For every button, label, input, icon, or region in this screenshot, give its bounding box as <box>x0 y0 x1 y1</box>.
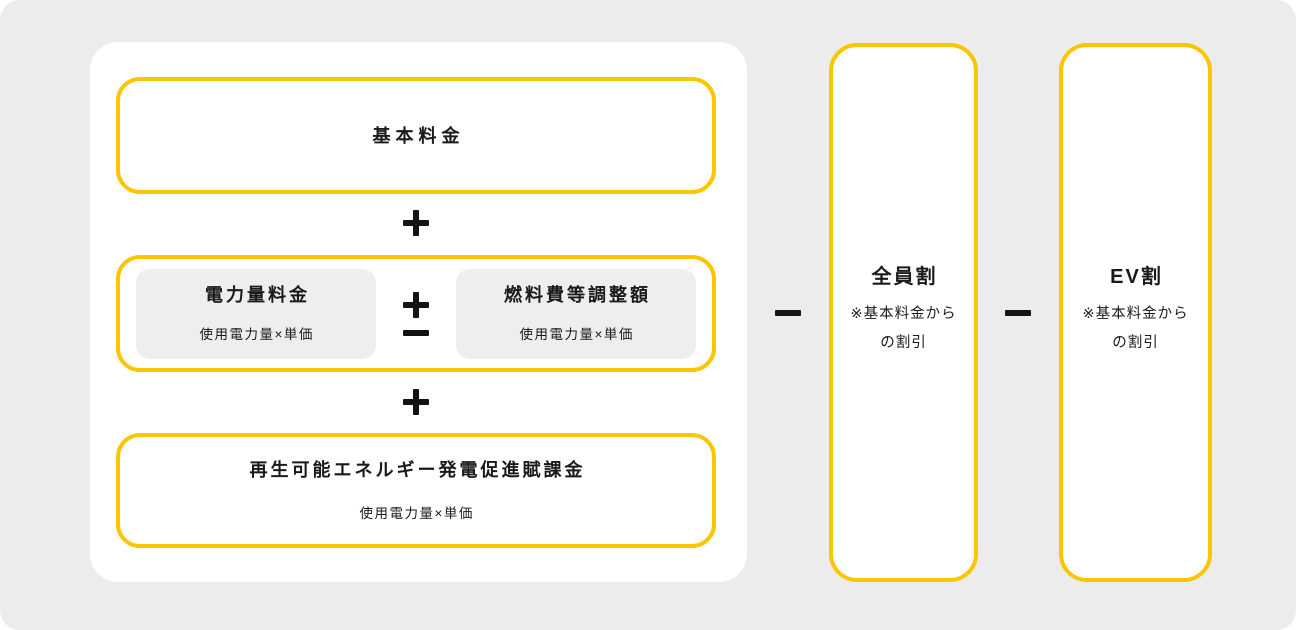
minus-icon <box>1005 310 1031 316</box>
plus-minus-icon <box>376 291 456 336</box>
plus-icon <box>403 210 429 236</box>
usage-charges-box: 電力量料金 使用電力量×単価 燃料費等調整額 使用電力量×単価 <box>116 255 716 372</box>
base-charge-title: 基本料金 <box>372 125 465 146</box>
minus-icon <box>403 329 429 336</box>
fuel-adjustment-title: 燃料費等調整額 <box>504 284 651 305</box>
energy-charge-title: 電力量料金 <box>205 284 310 305</box>
charges-panel: 基本料金 電力量料金 使用電力量×単価 燃料費等調整額 使用電力量×単価 再生可… <box>90 42 747 582</box>
discount-note-line: の割引 <box>880 335 927 351</box>
all-members-discount-box: 全員割 ※基本料金から の割引 <box>829 43 978 582</box>
discount-note-line: の割引 <box>1112 335 1159 351</box>
plus-icon <box>403 291 429 318</box>
renewable-levy-formula: 使用電力量×単価 <box>359 505 474 521</box>
base-charge-box: 基本料金 <box>116 77 716 194</box>
discount-note-line: ※基本料金から <box>850 306 957 322</box>
renewable-levy-box: 再生可能エネルギー発電促進賦課金 使用電力量×単価 <box>116 433 716 548</box>
energy-charge-formula: 使用電力量×単価 <box>199 326 314 342</box>
all-members-discount-note: ※基本料金から の割引 <box>850 300 956 358</box>
ev-discount-note: ※基本料金から の割引 <box>1082 300 1188 358</box>
fuel-adjustment-card: 燃料費等調整額 使用電力量×単価 <box>456 268 696 359</box>
energy-charge-card: 電力量料金 使用電力量×単価 <box>136 268 376 359</box>
ev-discount-box: EV割 ※基本料金から の割引 <box>1059 43 1212 582</box>
renewable-levy-title: 再生可能エネルギー発電促進賦課金 <box>249 459 586 480</box>
plus-icon <box>403 389 429 415</box>
fuel-adjustment-formula: 使用電力量×単価 <box>519 326 634 342</box>
discount-note-line: ※基本料金から <box>1082 306 1189 322</box>
minus-icon <box>775 310 801 316</box>
ev-discount-title: EV割 <box>1110 266 1163 288</box>
all-members-discount-title: 全員割 <box>871 266 938 288</box>
